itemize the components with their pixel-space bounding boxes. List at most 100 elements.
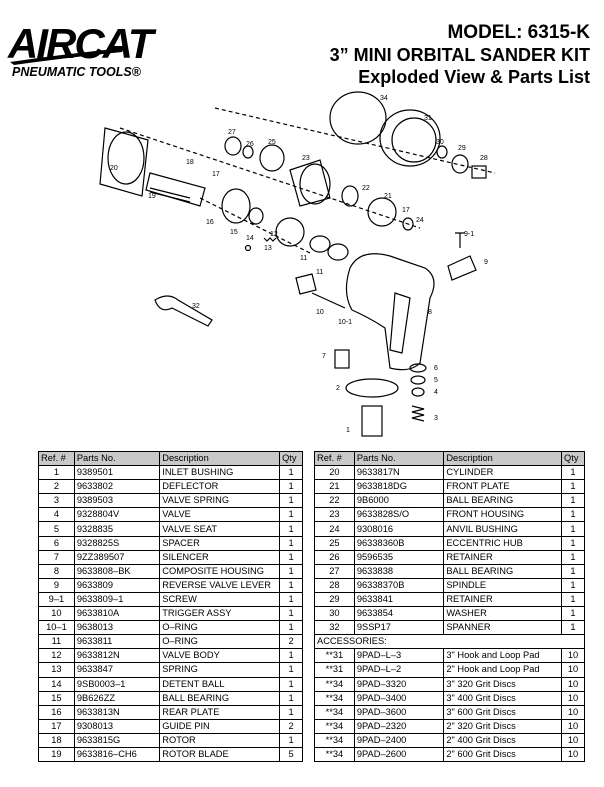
callout-5: 5 bbox=[434, 377, 438, 384]
cell-qty: 1 bbox=[561, 563, 585, 579]
col-qty: Qty bbox=[279, 450, 303, 467]
callout-2: 2 bbox=[336, 385, 340, 392]
cell-part: 9633813N bbox=[73, 704, 161, 720]
cell-ref: 32 bbox=[314, 620, 355, 636]
cell-desc: 3" 320 Grit Discs bbox=[443, 676, 563, 692]
callout-26: 26 bbox=[246, 141, 254, 148]
cell-part: 9633841 bbox=[353, 591, 445, 608]
cell-ref: 22 bbox=[314, 493, 355, 509]
callout-25: 25 bbox=[268, 139, 276, 146]
cell-qty: 1 bbox=[279, 521, 303, 537]
cell-qty: 1 bbox=[279, 732, 303, 748]
cell-desc: DETENT BALL bbox=[159, 676, 281, 692]
cell-ref: **31 bbox=[314, 648, 355, 664]
valve-4 bbox=[411, 387, 425, 397]
callout-31: 31 bbox=[424, 115, 432, 122]
cell-ref: **34 bbox=[314, 718, 355, 734]
callout-10-1: 10-1 bbox=[338, 319, 352, 326]
cell-qty: 1 bbox=[279, 507, 303, 523]
bearing-15 bbox=[248, 207, 264, 225]
cell-part: 9B6000 bbox=[353, 493, 445, 509]
cell-desc: 2" 400 Grit Discs bbox=[443, 732, 563, 748]
front-plate-21 bbox=[367, 197, 397, 227]
cell-ref: 10–1 bbox=[38, 620, 75, 636]
cell-part: 9633817N bbox=[353, 465, 445, 481]
disc-34 bbox=[329, 91, 387, 145]
cell-desc: SPINDLE bbox=[443, 577, 563, 593]
cell-desc: ANVIL BUSHING bbox=[443, 521, 563, 537]
callout-11a: 11 bbox=[300, 255, 307, 262]
cell-desc: 3" 400 Grit Discs bbox=[443, 690, 563, 706]
cell-part: 9389501 bbox=[73, 465, 161, 481]
cell-qty: 1 bbox=[561, 493, 585, 509]
cell-ref: 16 bbox=[38, 704, 75, 720]
cell-desc: 3" Hook and Loop Pad bbox=[443, 648, 563, 664]
cell-desc: REVERSE VALVE LEVER bbox=[159, 577, 281, 593]
cell-qty: 1 bbox=[279, 690, 303, 706]
bushing-24 bbox=[402, 217, 414, 231]
cell-part: 9B626ZZ bbox=[73, 690, 161, 706]
callout-3: 3 bbox=[434, 415, 438, 422]
cell-qty: 1 bbox=[279, 648, 303, 664]
col-ref: Ref. # bbox=[314, 450, 355, 467]
cell-qty: 1 bbox=[561, 521, 585, 537]
callout-11b: 11 bbox=[316, 269, 323, 276]
callout-4: 4 bbox=[434, 389, 438, 396]
cell-qty: 1 bbox=[279, 563, 303, 579]
cell-qty: 1 bbox=[561, 535, 585, 551]
cell-part: 9638013 bbox=[73, 620, 161, 636]
cell-ref: 25 bbox=[314, 535, 355, 551]
cell-part: 9633811 bbox=[73, 634, 161, 650]
callout-28: 28 bbox=[480, 155, 488, 162]
cell-desc: FRONT HOUSING bbox=[443, 507, 563, 523]
cell-ref: 10 bbox=[38, 606, 75, 622]
spanner-32 bbox=[154, 295, 213, 327]
callout-15: 15 bbox=[230, 229, 238, 236]
retainer-26 bbox=[242, 145, 254, 159]
callout-7: 7 bbox=[322, 353, 326, 360]
cell-desc: GUIDE PIN bbox=[159, 718, 281, 734]
cell-ref: 3 bbox=[38, 493, 75, 509]
lever-9 bbox=[447, 255, 477, 281]
cell-ref: **34 bbox=[314, 704, 355, 720]
cell-qty: 1 bbox=[561, 479, 585, 495]
callout-9: 9 bbox=[484, 259, 488, 266]
cell-desc: INLET BUSHING bbox=[159, 465, 281, 481]
cell-desc: RETAINER bbox=[443, 591, 563, 608]
cell-ref: 26 bbox=[314, 549, 355, 565]
cell-qty: 1 bbox=[279, 704, 303, 720]
col-ref: Ref. # bbox=[38, 450, 75, 467]
spacer-6 bbox=[409, 363, 427, 373]
cell-qty: 1 bbox=[561, 507, 585, 523]
cell-ref: 24 bbox=[314, 521, 355, 537]
screw-9-1 bbox=[455, 232, 465, 248]
cell-qty: 1 bbox=[279, 591, 303, 608]
cell-ref: 20 bbox=[314, 465, 355, 481]
aircat-logo: AIRCAT PNEUMATIC TOOLS® bbox=[7, 20, 159, 79]
cell-qty: 1 bbox=[561, 577, 585, 593]
cell-part: 9PAD–L–3 bbox=[353, 648, 445, 664]
cell-desc: VALVE SPRING bbox=[159, 493, 281, 509]
cell-part: 96338370B bbox=[353, 577, 445, 593]
cell-part: 9633828S/O bbox=[353, 507, 445, 523]
callout-24: 24 bbox=[416, 217, 424, 224]
callout-19: 19 bbox=[148, 193, 156, 200]
cell-qty: 10 bbox=[561, 676, 585, 692]
cell-qty: 1 bbox=[279, 606, 303, 622]
